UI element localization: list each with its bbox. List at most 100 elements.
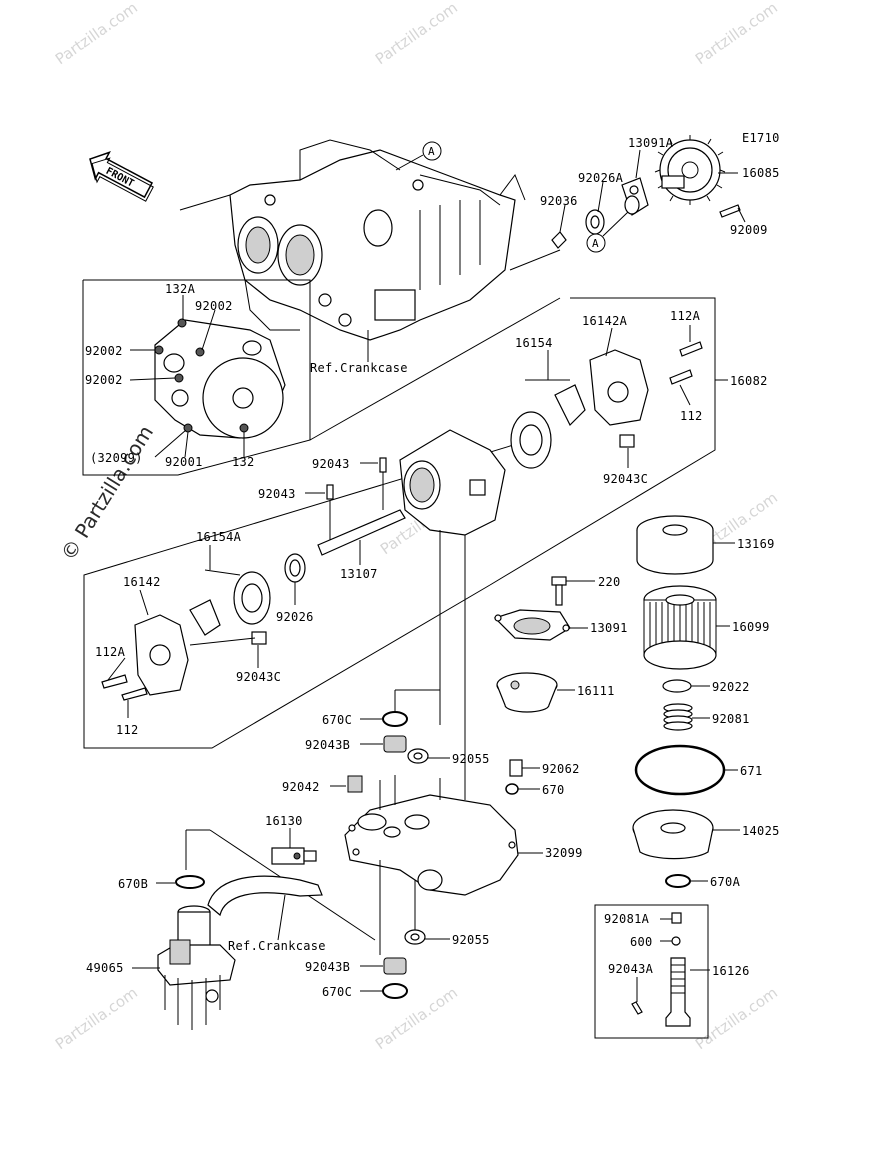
plate-13091A	[621, 177, 649, 216]
label-16142: 16142	[123, 575, 161, 589]
bolt-92062	[509, 759, 523, 777]
label-16085: 16085	[742, 166, 780, 180]
watermark: Partzilla.com	[52, 0, 141, 68]
label-16142A: 16142A	[582, 314, 628, 328]
label-16099: 16099	[732, 620, 770, 634]
label-92022: 92022	[712, 680, 750, 694]
o-ring-670C	[382, 983, 408, 999]
label-112: 112	[680, 409, 703, 423]
label-92001: 92001	[165, 455, 203, 469]
label-92042: 92042	[282, 780, 320, 794]
label-220: 220	[598, 575, 621, 589]
label-600: 600	[630, 935, 653, 949]
watermark: Partzilla.com	[52, 983, 141, 1053]
strainer-49065	[157, 875, 323, 1030]
label-49065: 49065	[86, 961, 124, 975]
filter-cover-13169	[636, 515, 714, 575]
label-671: 671	[740, 764, 763, 778]
filter-plate-14025	[632, 809, 714, 860]
screen-16111	[496, 672, 558, 713]
label-92036: 92036	[540, 194, 578, 208]
label-670: 670	[542, 783, 565, 797]
label-112A: 112A	[670, 309, 701, 323]
inset-box-relief-valve	[594, 904, 709, 1039]
o-ring-671	[634, 744, 726, 796]
label-92043C: 92043C	[603, 472, 648, 486]
plate-13091	[493, 609, 571, 641]
watermark: Partzilla.com	[692, 983, 781, 1053]
diagram-code: E1710	[742, 131, 780, 145]
label-16082: 16082	[730, 374, 768, 388]
label-32099-ref: (32099)	[90, 451, 143, 465]
circlip-92036	[551, 231, 567, 249]
o-ring-670A	[665, 874, 691, 888]
callout-a-top: A	[395, 141, 442, 171]
ref-crankcase-label: Ref.Crankcase	[228, 939, 326, 953]
label-670C: 670C	[322, 713, 352, 727]
label-92002: 92002	[85, 373, 123, 387]
label-670B: 670B	[118, 877, 148, 891]
label-16111: 16111	[577, 684, 615, 698]
pump-body	[399, 429, 506, 536]
label-132: 132	[232, 455, 255, 469]
label-670C: 670C	[322, 985, 352, 999]
label-13091A: 13091A	[628, 136, 674, 150]
svg-text:A: A	[428, 145, 435, 158]
o-ring-670B	[175, 875, 205, 889]
label-13107: 13107	[340, 567, 378, 581]
shaft-13107	[317, 457, 406, 556]
gear-16085	[654, 135, 726, 205]
watermark-main: © Partzilla.com	[56, 421, 158, 565]
o-ring-670C	[382, 711, 408, 727]
ref-crankcase-label: Ref.Crankcase	[310, 361, 408, 375]
bolt-220	[551, 576, 567, 606]
label-16154A: 16154A	[196, 530, 242, 544]
label-92043C: 92043C	[236, 670, 281, 684]
label-16126: 16126	[712, 964, 750, 978]
front-arrow-icon: FRONT	[89, 151, 154, 202]
bolt-92009	[719, 204, 741, 218]
label-92043A: 92043A	[608, 962, 654, 976]
label-92009: 92009	[730, 223, 768, 237]
cover-16142	[101, 614, 267, 701]
dowel-92042	[347, 775, 363, 793]
washer-92022	[662, 679, 692, 693]
callout-a-bottom: A	[586, 211, 629, 253]
label-92026A: 92026A	[578, 171, 624, 185]
label-92043: 92043	[258, 487, 296, 501]
label-92055: 92055	[452, 933, 490, 947]
relief-valve-16130	[271, 847, 317, 865]
oil-filter-16099	[643, 585, 717, 670]
spring-92081	[663, 703, 693, 731]
collar-92043B	[383, 957, 407, 975]
label-92043B: 92043B	[305, 960, 350, 974]
label-14025: 14025	[742, 824, 780, 838]
label-16130: 16130	[265, 814, 303, 828]
rotor-16154A	[189, 553, 306, 636]
label-16154: 16154	[515, 336, 553, 350]
label-112: 112	[116, 723, 139, 737]
label-13091: 13091	[590, 621, 628, 635]
o-ring-670	[505, 783, 519, 795]
label-92026: 92026	[276, 610, 314, 624]
label-92062: 92062	[542, 762, 580, 776]
svg-text:A: A	[592, 237, 599, 250]
label-132A: 132A	[165, 282, 196, 296]
watermark: Partzilla.com	[372, 0, 461, 68]
label-112A: 112A	[95, 645, 126, 659]
watermark: Partzilla.com	[692, 0, 781, 68]
rotor-16154	[510, 384, 586, 469]
label-92043: 92043	[312, 457, 350, 471]
label-32099: 32099	[545, 846, 583, 860]
label-92081A: 92081A	[604, 912, 650, 926]
collar-92043B	[383, 735, 407, 753]
label-92043B: 92043B	[305, 738, 350, 752]
label-92002: 92002	[195, 299, 233, 313]
label-92081: 92081	[712, 712, 750, 726]
cover-16142A	[589, 341, 703, 448]
label-13169: 13169	[737, 537, 775, 551]
label-670A: 670A	[710, 875, 741, 889]
housing-32099	[344, 775, 519, 896]
